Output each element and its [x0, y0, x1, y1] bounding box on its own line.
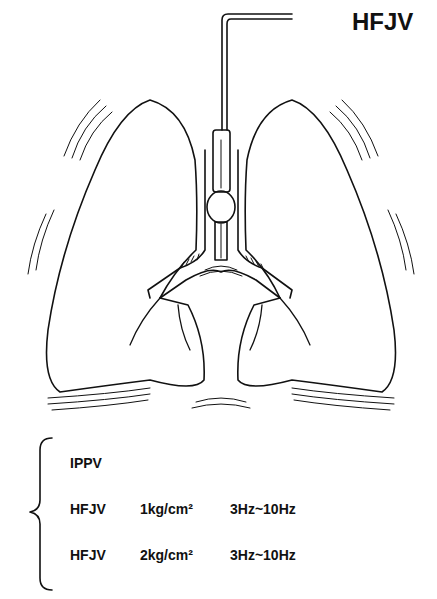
jet-line [222, 14, 292, 130]
jet-line [227, 19, 292, 130]
left-lung [47, 100, 205, 392]
setting-label: 1kg/cm² [140, 502, 193, 516]
setting-label: 2kg/cm² [140, 548, 193, 562]
setting-label: HFJV [70, 502, 106, 516]
carina [160, 270, 280, 298]
endotracheal-tube [213, 130, 230, 192]
brace [30, 438, 52, 590]
setting-label: IPPV [70, 456, 102, 470]
cuff-balloon [207, 191, 235, 223]
setting-label: 3Hz~10Hz [230, 548, 296, 562]
right-lung [238, 100, 396, 392]
diagram-title: HFJV [352, 10, 413, 34]
jet-catheter [215, 222, 227, 260]
setting-label: 3Hz~10Hz [230, 502, 296, 516]
setting-label: HFJV [70, 548, 106, 562]
